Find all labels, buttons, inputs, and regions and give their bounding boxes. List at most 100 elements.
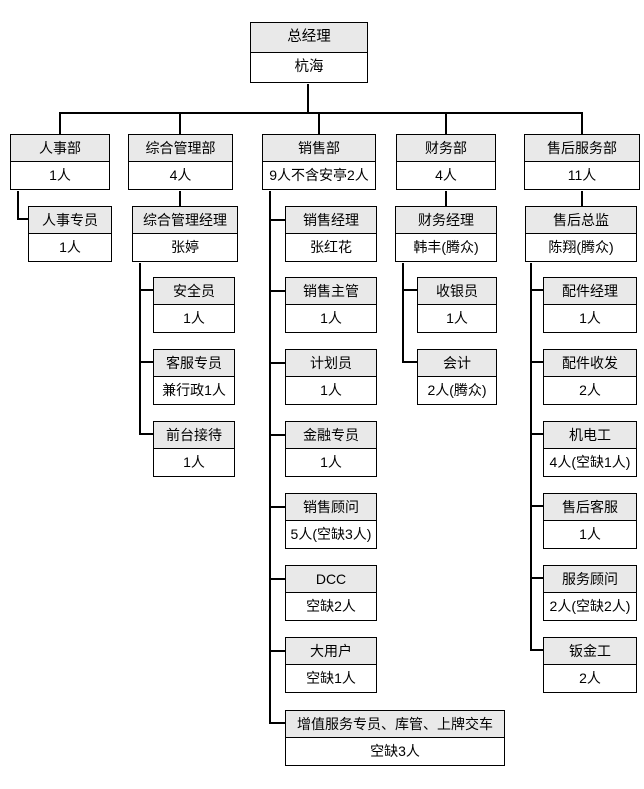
role-value: 陈翔(腾众) — [526, 234, 636, 261]
role-value: 空缺2人 — [286, 593, 376, 620]
role-title: 销售顾问 — [286, 494, 376, 521]
dept-headcount: 4人 — [397, 162, 495, 189]
role-value: 1人 — [154, 449, 234, 476]
connector-aftersales-stub-2 — [530, 361, 544, 363]
connector-aftersales-stub-3 — [530, 433, 544, 435]
role-title: 配件收发 — [544, 350, 636, 377]
dept-headcount: 11人 — [525, 162, 639, 189]
role-value: 兼行政1人 — [154, 377, 234, 404]
node-dept-finance: 财务部 4人 — [396, 134, 496, 190]
connector-drop-admin — [179, 112, 181, 135]
connector-aftersales-stub-6 — [530, 649, 544, 651]
role-title: 前台接待 — [154, 422, 234, 449]
node-key-account: 大用户 空缺1人 — [285, 637, 377, 693]
role-title: 服务顾问 — [544, 566, 636, 593]
connector-aftersales-stub-1 — [530, 289, 544, 291]
connector-rail — [59, 112, 583, 114]
node-customer-service-specialist: 客服专员 兼行政1人 — [153, 349, 235, 405]
role-value: 1人 — [418, 305, 496, 332]
node-title: 总经理 — [251, 23, 367, 53]
node-dept-admin: 综合管理部 4人 — [128, 134, 233, 190]
node-dept-sales: 销售部 9人不含安亭2人 — [262, 134, 376, 190]
connector-hr-stub — [17, 218, 29, 220]
connector-drop-finance — [445, 112, 447, 135]
connector-admin-stub-1 — [139, 289, 154, 291]
node-value-added-services: 增值服务专员、库管、上牌交车 空缺3人 — [285, 710, 505, 766]
role-title: 综合管理经理 — [133, 207, 237, 234]
connector-sales-stub-mgr — [269, 219, 286, 221]
role-value: 空缺1人 — [286, 665, 376, 692]
dept-title: 售后服务部 — [525, 135, 639, 162]
node-mechanic-electrician: 机电工 4人(空缺1人) — [543, 421, 637, 477]
connector-sales-stub-6 — [269, 650, 286, 652]
connector-sales-stub-5 — [269, 578, 286, 580]
connector-sales-trunk — [269, 191, 271, 724]
role-value: 韩丰(腾众) — [396, 234, 496, 261]
node-dept-hr: 人事部 1人 — [10, 134, 110, 190]
connector-sales-stub-2 — [269, 362, 286, 364]
node-aftersales-director: 售后总监 陈翔(腾众) — [525, 206, 637, 262]
node-cashier: 收银员 1人 — [417, 277, 497, 333]
node-service-advisor: 服务顾问 2人(空缺2人) — [543, 565, 637, 621]
dept-headcount: 1人 — [11, 162, 109, 189]
connector-aftersales-stub-5 — [530, 577, 544, 579]
dept-title: 销售部 — [263, 135, 375, 162]
role-title: 客服专员 — [154, 350, 234, 377]
role-title: 机电工 — [544, 422, 636, 449]
connector-sales-stub-1 — [269, 290, 286, 292]
dept-title: 财务部 — [397, 135, 495, 162]
role-title: 大用户 — [286, 638, 376, 665]
connector-drop-sales — [318, 112, 320, 135]
dept-headcount: 4人 — [129, 162, 232, 189]
role-value: 1人 — [286, 377, 376, 404]
role-value: 2人 — [544, 665, 636, 692]
node-hr-specialist: 人事专员 1人 — [28, 206, 112, 262]
role-value: 5人(空缺3人) — [286, 521, 376, 548]
connector-aftersales-stub-4 — [530, 505, 544, 507]
connector-aftersales-trunk — [530, 263, 532, 651]
connector-admin-mgr-drop — [179, 191, 181, 207]
dept-headcount: 9人不含安亭2人 — [263, 162, 375, 189]
role-value: 张婷 — [133, 234, 237, 261]
role-value: 2人(腾众) — [418, 377, 496, 404]
role-value: 1人 — [544, 305, 636, 332]
node-parts-manager: 配件经理 1人 — [543, 277, 637, 333]
connector-sales-stub-3 — [269, 434, 286, 436]
role-value: 2人(空缺2人) — [544, 593, 636, 620]
node-dcc: DCC 空缺2人 — [285, 565, 377, 621]
connector-root-drop — [307, 84, 309, 113]
role-title: 销售经理 — [286, 207, 376, 234]
role-value: 1人 — [286, 305, 376, 332]
role-value: 1人 — [286, 449, 376, 476]
role-title: 收银员 — [418, 278, 496, 305]
role-value: 张红花 — [286, 234, 376, 261]
role-title: 安全员 — [154, 278, 234, 305]
role-title: 增值服务专员、库管、上牌交车 — [286, 711, 504, 738]
role-title: 财务经理 — [396, 207, 496, 234]
role-title: 计划员 — [286, 350, 376, 377]
connector-hr-trunk — [17, 191, 19, 220]
connector-sales-stub-7 — [269, 722, 286, 724]
node-finance-specialist: 金融专员 1人 — [285, 421, 377, 477]
node-sales-supervisor: 销售主管 1人 — [285, 277, 377, 333]
role-title: 人事专员 — [29, 207, 111, 234]
role-value: 1人 — [544, 521, 636, 548]
dept-title: 综合管理部 — [129, 135, 232, 162]
node-parts-dispatch: 配件收发 2人 — [543, 349, 637, 405]
connector-sales-stub-4 — [269, 506, 286, 508]
role-title: DCC — [286, 566, 376, 593]
connector-finance-stub-2 — [402, 361, 418, 363]
role-title: 钣金工 — [544, 638, 636, 665]
connector-finance-mgr-drop — [445, 191, 447, 207]
node-sheet-metal-worker: 钣金工 2人 — [543, 637, 637, 693]
node-sales-manager: 销售经理 张红花 — [285, 206, 377, 262]
connector-drop-aftersales — [581, 112, 583, 135]
role-value: 4人(空缺1人) — [544, 449, 636, 476]
node-general-manager: 总经理 杭海 — [250, 22, 368, 83]
role-title: 金融专员 — [286, 422, 376, 449]
node-safety-officer: 安全员 1人 — [153, 277, 235, 333]
connector-aftersales-mgr-drop — [581, 191, 583, 207]
node-accountant: 会计 2人(腾众) — [417, 349, 497, 405]
role-value: 1人 — [29, 234, 111, 261]
